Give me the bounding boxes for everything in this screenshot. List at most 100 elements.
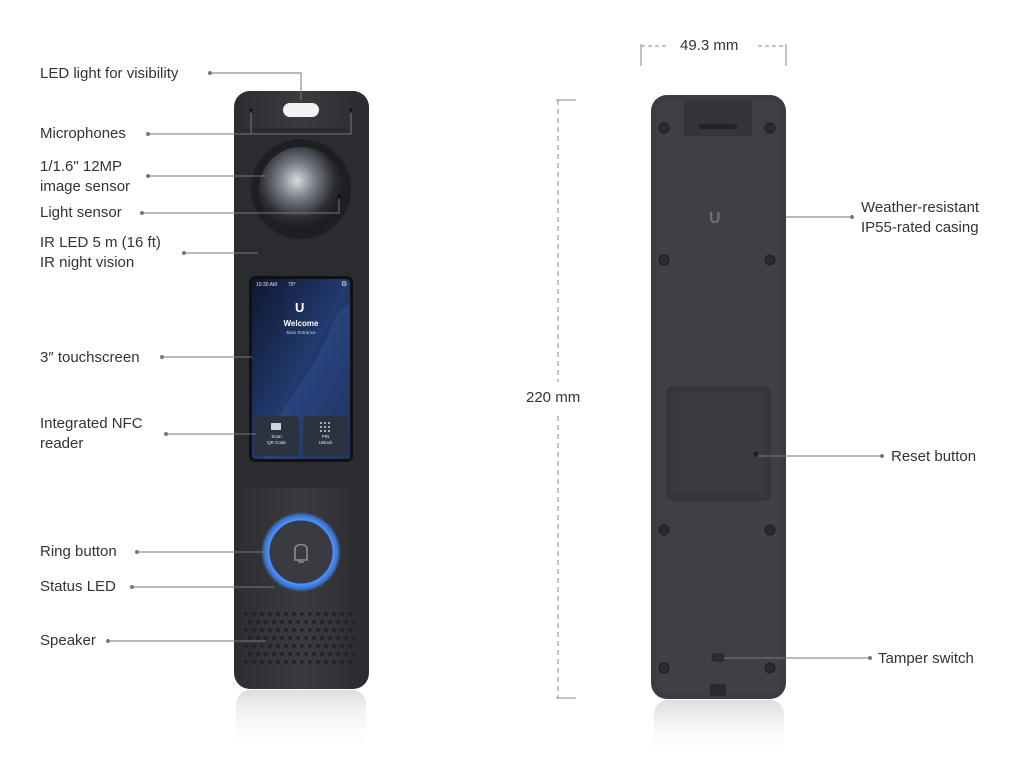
speaker-hole [252,628,256,632]
speaker-hole [328,652,332,656]
speaker-hole [320,636,324,640]
height-dimension-label: 220 mm [526,389,581,406]
speaker-hole [284,644,288,648]
speaker-hole [284,628,288,632]
speaker-hole [324,660,328,664]
speaker-hole [252,660,256,664]
speaker-hole [292,660,296,664]
speaker-hole [344,636,348,640]
speaker-hole [324,612,328,616]
speaker-hole [312,620,316,624]
speaker-hole [256,636,260,640]
label-speaker: Speaker [40,632,96,649]
speaker-hole [316,660,320,664]
width-dimension [640,44,787,66]
speaker-hole [264,652,268,656]
speaker-hole [304,636,308,640]
mic-hole-right [349,108,353,112]
back-logo: U [709,210,721,227]
front-reflection [236,690,366,750]
speaker-hole [316,612,320,616]
front-callouts [108,72,352,642]
speaker-hole [324,644,328,648]
speaker-hole [332,660,336,664]
speaker-hole [244,660,248,664]
speaker-hole [308,660,312,664]
speaker-hole [248,652,252,656]
speaker-hole [292,612,296,616]
label-reset: Reset button [891,448,977,465]
back-callouts [724,216,882,659]
speaker-hole [248,636,252,640]
label-ir-led: IR LED 5 m (16 ft) IR night vision [40,234,161,271]
speaker-hole [248,620,252,624]
label-touchscreen: 3″ touchscreen [40,349,140,366]
speaker-hole [292,644,296,648]
speaker-hole [288,652,292,656]
screen-subtitle: Main Entrance [286,330,316,335]
pin-unlock-button [303,416,348,456]
reset-button-hole [753,451,759,457]
speaker-hole [304,652,308,656]
speaker-hole [256,620,260,624]
speaker-hole [296,620,300,624]
screws [658,122,776,674]
keypad-icon [320,422,330,432]
ring-button [266,517,336,587]
speaker-hole [296,636,300,640]
speaker-hole [332,628,336,632]
back-device [651,95,786,760]
speaker-hole [276,628,280,632]
speaker-hole [268,660,272,664]
pin-label-line2: Unlock [318,440,333,445]
scan-label-line1: Scan [271,434,282,439]
qr-icon [271,423,281,430]
speaker-hole [344,652,348,656]
speaker-hole [300,628,304,632]
tamper-switch [711,653,725,662]
mic-hole-left [249,108,253,112]
led-light-slot [283,103,319,117]
speaker-hole [276,660,280,664]
speaker-hole [252,644,256,648]
speaker-hole [280,620,284,624]
speaker-hole [260,644,264,648]
speaker-hole [244,628,248,632]
speaker-hole [332,644,336,648]
speaker-hole [280,636,284,640]
screen-scan-label[interactable]: Scan QR Code [254,434,299,446]
speaker-hole [260,660,264,664]
speaker-hole [324,628,328,632]
screen-welcome: Welcome [283,319,319,328]
speaker-hole [284,660,288,664]
speaker-hole [320,620,324,624]
speaker-hole [292,628,296,632]
light-sensor-dot [337,194,341,198]
screen-status-time: 10:30 AM [256,282,278,288]
speaker-hole [252,612,256,616]
height-dimension [556,99,576,699]
speaker-hole [352,620,356,624]
speaker-hole [268,644,272,648]
pin-label-line1: PIN [321,434,330,439]
camera-lens [259,147,343,231]
back-reflection [654,700,784,760]
label-casing: Weather-resistant IP55-rated casing [861,199,980,236]
speaker-hole [340,644,344,648]
label-ring-button: Ring button [40,543,117,560]
label-led-light: LED light for visibility [40,65,179,82]
speaker-hole [328,620,332,624]
bottom-notch [710,684,726,696]
speaker-hole [308,644,312,648]
speaker-hole [336,620,340,624]
speaker-hole [352,636,356,640]
speaker-hole [296,652,300,656]
speaker-hole [272,636,276,640]
screen-gear-icon: ⚙ [341,281,348,288]
bell-icon [294,543,308,563]
reset-recess-inner [673,393,764,494]
scan-qr-button [254,416,299,456]
screen-pin-label[interactable]: PIN Unlock [303,434,348,446]
screen-logo: U [295,300,305,315]
